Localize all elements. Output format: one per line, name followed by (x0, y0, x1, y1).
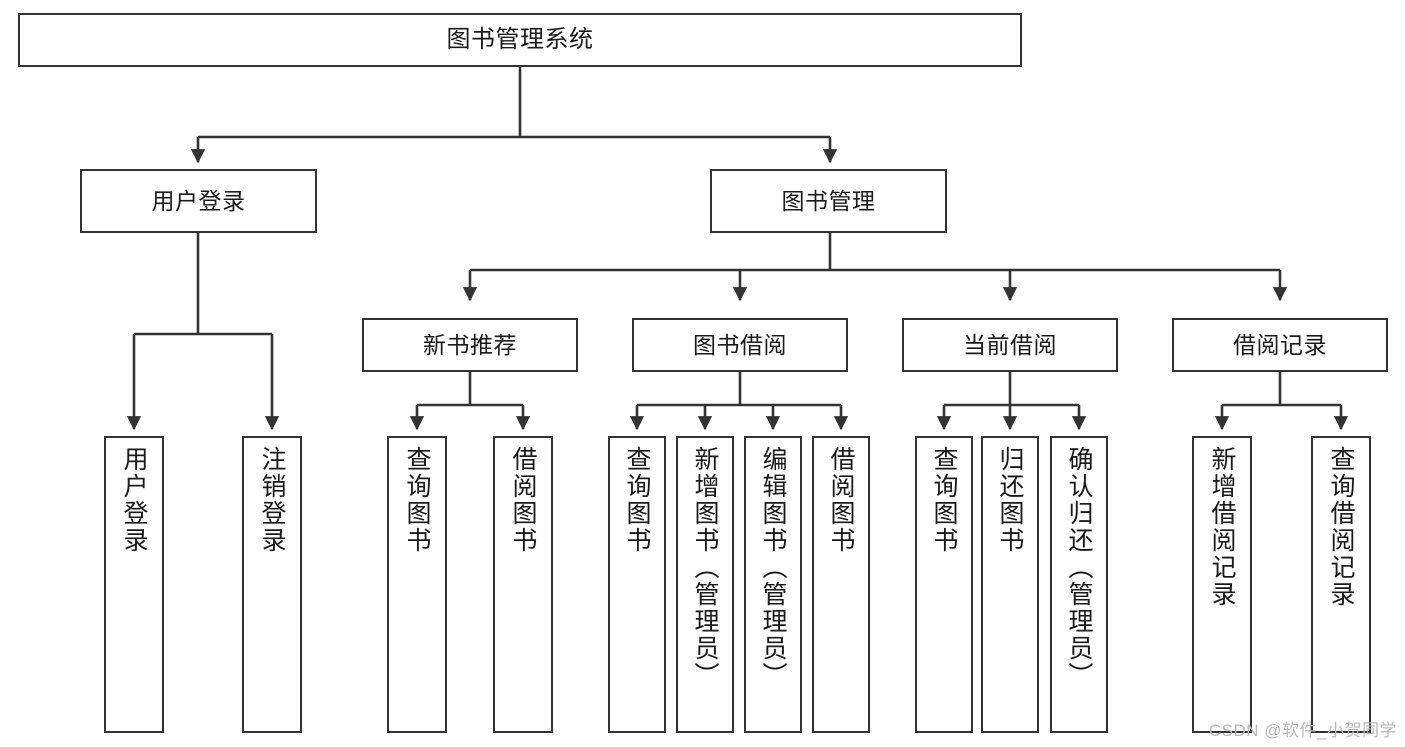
node-label: 当前借阅 (963, 331, 1057, 358)
leaf-new-book-query-books[interactable]: 查询图书 (387, 436, 447, 733)
leaf-current-confirm-return-admin[interactable]: 确认归还（管理员） (1050, 436, 1108, 733)
node-label: 新书推荐 (423, 331, 517, 358)
node-label: 编辑图书（管理员） (759, 446, 787, 689)
node-new-book-recommendation[interactable]: 新书推荐 (362, 318, 578, 372)
node-label: 查询图书 (930, 446, 958, 554)
node-user-login[interactable]: 用户登录 (80, 169, 317, 233)
node-book-management[interactable]: 图书管理 (710, 169, 947, 233)
node-label: 查询图书 (403, 446, 431, 554)
leaf-record-add-borrow-record[interactable]: 新增借阅记录 (1192, 436, 1252, 733)
node-label: 新增图书（管理员） (691, 446, 719, 689)
leaf-current-query-books[interactable]: 查询图书 (915, 436, 973, 733)
node-label: 图书管理系统 (446, 26, 594, 54)
node-label: 借阅记录 (1233, 331, 1327, 358)
node-label: 用户登录 (120, 446, 148, 554)
leaf-borrow-edit-book-admin[interactable]: 编辑图书（管理员） (744, 436, 802, 733)
node-label: 查询图书 (623, 446, 651, 554)
leaf-borrow-borrow-books[interactable]: 借阅图书 (812, 436, 870, 733)
leaf-new-book-borrow-books[interactable]: 借阅图书 (493, 436, 553, 733)
node-borrowing-record[interactable]: 借阅记录 (1172, 318, 1388, 372)
node-label: 图书借阅 (693, 331, 787, 358)
node-label: 借阅图书 (827, 446, 855, 554)
node-book-borrowing[interactable]: 图书借阅 (632, 318, 848, 372)
node-label: 查询借阅记录 (1327, 446, 1355, 608)
node-label: 用户登录 (151, 187, 246, 214)
leaf-user-login-sign-in[interactable]: 用户登录 (104, 436, 164, 733)
node-root-book-management-system[interactable]: 图书管理系统 (18, 13, 1022, 67)
leaf-record-query-borrow-record[interactable]: 查询借阅记录 (1311, 436, 1371, 733)
leaf-borrow-query-books[interactable]: 查询图书 (608, 436, 666, 733)
leaf-current-return-books[interactable]: 归还图书 (981, 436, 1039, 733)
node-label: 借阅图书 (509, 446, 537, 554)
node-current-borrowing[interactable]: 当前借阅 (902, 318, 1118, 372)
node-label: 新增借阅记录 (1208, 446, 1236, 608)
leaf-borrow-add-book-admin[interactable]: 新增图书（管理员） (676, 436, 734, 733)
node-label: 确认归还（管理员） (1065, 446, 1093, 689)
csdn-watermark: CSDN @软件_小贺同学 (1208, 721, 1397, 740)
node-label: 归还图书 (996, 446, 1024, 554)
node-label: 注销登录 (258, 446, 286, 554)
leaf-user-login-sign-out[interactable]: 注销登录 (242, 436, 302, 733)
node-label: 图书管理 (781, 187, 876, 214)
